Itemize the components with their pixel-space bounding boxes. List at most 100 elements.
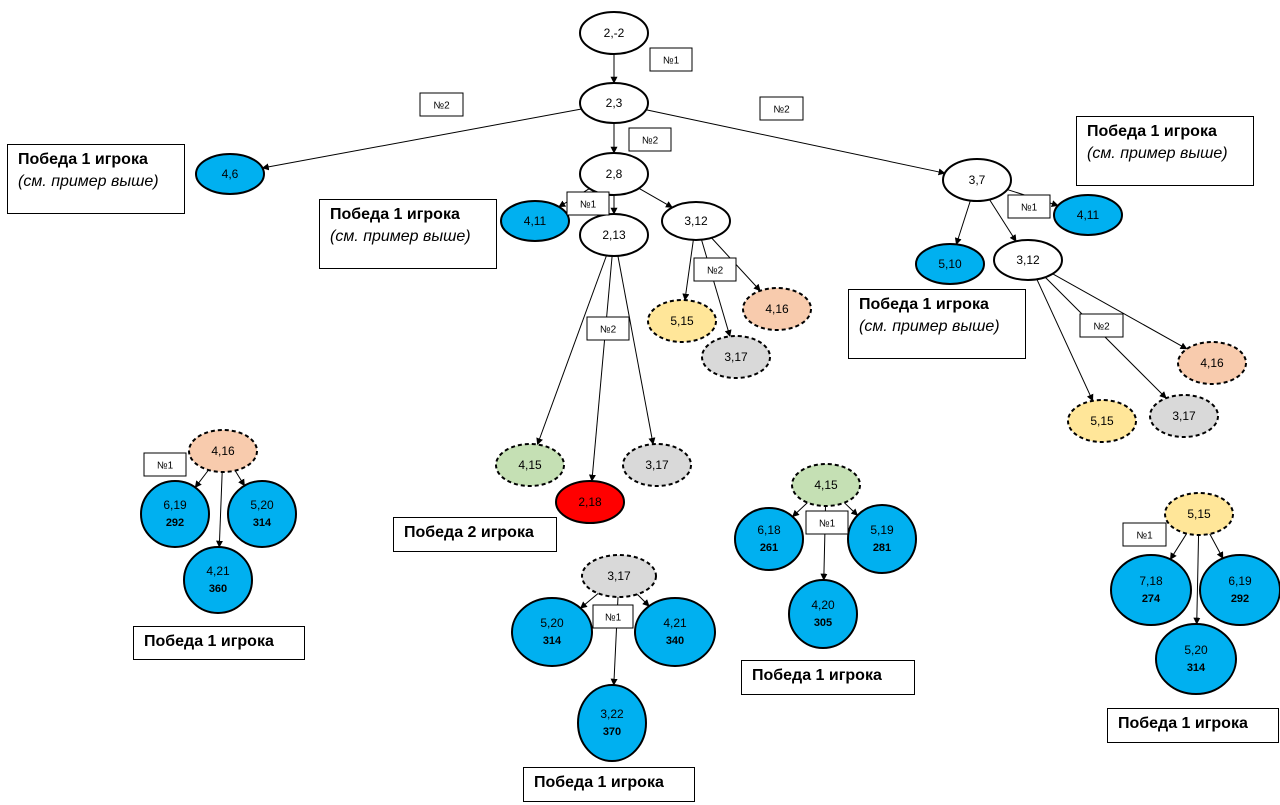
tree-node: 2,-2 [579, 11, 649, 55]
node-shape [742, 287, 812, 331]
note-title: Победа 2 игрока [404, 524, 534, 541]
node-shape [701, 335, 771, 379]
tree-node: 3,17 [622, 443, 692, 487]
tree-edge-arrow [636, 593, 650, 607]
node-label: 2,13 [602, 228, 626, 242]
node-shape [1067, 399, 1137, 443]
move-label-box [592, 604, 634, 629]
node-shape [555, 480, 625, 524]
node-label: 4,11 [1077, 208, 1100, 222]
tree-node: 5,15 [1164, 492, 1234, 536]
node-shape [579, 152, 649, 196]
node-label: 4,16 [1200, 356, 1224, 370]
note-player1-win: Победа 1 игрока [523, 767, 695, 802]
move-label-box [649, 47, 693, 72]
note-subtitle: (см. пример выше) [18, 173, 159, 190]
note-title: Победа 1 игрока [18, 151, 148, 168]
move-number-label: №2 [759, 96, 804, 121]
move-number-label: №1 [805, 510, 849, 535]
move-label-text: №1 [663, 56, 680, 67]
tree-node: 4,16 [1177, 341, 1247, 385]
node-label: 3,12 [684, 214, 708, 228]
node-shape [734, 507, 804, 571]
node-score: 370 [603, 726, 621, 738]
move-label-box [1079, 313, 1124, 338]
tree-edge-arrow [638, 187, 673, 208]
node-label: 5,15 [1090, 414, 1114, 428]
move-label-box [586, 316, 630, 341]
tree-edge-arrow [1044, 276, 1167, 399]
tree-node: 4,16 [742, 287, 812, 331]
node-label: 4,21 [206, 564, 230, 578]
node-shape [579, 213, 649, 257]
move-label-box [143, 452, 187, 477]
move-label-box [1007, 194, 1051, 219]
tree-node: 4,15 [495, 443, 565, 487]
tree-node: 3,12 [993, 239, 1063, 281]
tree-node: 2,18 [555, 480, 625, 524]
node-score: 281 [873, 542, 891, 554]
node-label: 2,8 [606, 167, 623, 181]
note-player1-win: Победа 1 игрока [1107, 708, 1279, 743]
node-score: 292 [1231, 593, 1249, 605]
node-shape [579, 11, 649, 55]
node-shape [661, 201, 731, 241]
tree-edge-arrow [1209, 533, 1224, 559]
node-score: 340 [666, 635, 684, 647]
note-title: Победа 1 игрока [144, 633, 274, 650]
tree-node: 3,17 [1149, 394, 1219, 438]
node-shape [1149, 394, 1219, 438]
note-subtitle: (см. пример выше) [859, 318, 1000, 335]
move-number-label: №1 [592, 604, 634, 629]
move-label-text: №2 [707, 266, 724, 277]
note-subtitle: (см. пример выше) [330, 228, 471, 245]
note-title: Победа 1 игрока [534, 774, 664, 791]
move-label-text: №1 [1021, 203, 1038, 214]
move-label-box [805, 510, 849, 535]
edges [194, 54, 1224, 686]
move-label-text: №2 [600, 325, 617, 336]
move-number-label: №2 [693, 257, 737, 282]
node-label: 3,7 [969, 173, 986, 187]
node-shape [915, 243, 985, 285]
move-label-text: №1 [819, 519, 836, 530]
node-label: 4,20 [811, 598, 835, 612]
node-label: 2,18 [578, 495, 602, 509]
tree-node: 2,13 [579, 213, 649, 257]
node-shape [195, 153, 265, 195]
node-shape [188, 429, 258, 473]
node-shape [993, 239, 1063, 281]
node-score: 261 [760, 542, 778, 554]
tree-edge-arrow [588, 255, 613, 482]
note-player1-win: Победа 1 игрока [133, 626, 305, 660]
move-label-box [419, 92, 464, 117]
node-label: 5,10 [938, 257, 962, 271]
note-title: Победа 1 игрока [330, 206, 460, 223]
node-label: 5,20 [1184, 643, 1208, 657]
node-label: 2,-2 [604, 26, 625, 40]
tree-edge-arrow [1169, 533, 1188, 560]
node-label: 4,6 [222, 167, 239, 181]
tree-node: 4,15 [791, 463, 861, 507]
node-score: 292 [166, 517, 184, 529]
tree-node: 6,19 292 [140, 480, 210, 548]
move-label-text: №2 [773, 105, 790, 116]
tree-node: 5,10 [915, 243, 985, 285]
tree-edge-arrow [261, 108, 582, 171]
move-label-box [566, 191, 610, 216]
node-label: 7,18 [1139, 574, 1163, 588]
move-number-label: №2 [628, 127, 672, 152]
node-label: 6,19 [163, 498, 187, 512]
move-number-label: №1 [143, 452, 187, 477]
node-shape [1053, 194, 1123, 236]
node-label: 5,20 [540, 616, 564, 630]
